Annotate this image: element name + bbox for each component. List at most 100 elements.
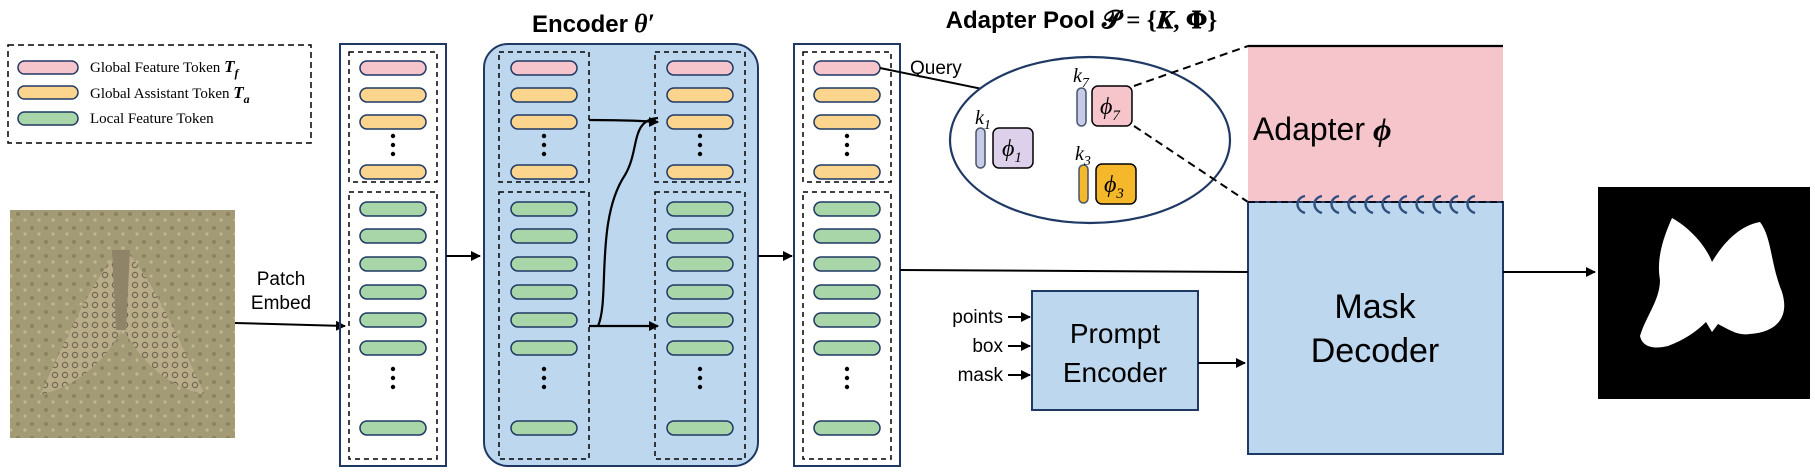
- prompt-encoder-block: [1031, 290, 1199, 411]
- ellipsis-dot: [390, 142, 396, 148]
- local-feature-token: [359, 228, 427, 244]
- adapter-pool-formula: 𝓟 = {𝑲, 𝚽}: [1101, 7, 1217, 34]
- adapter-hook: [1296, 194, 1306, 215]
- key-7-token: [1076, 87, 1087, 127]
- adapter-hook: [1415, 194, 1425, 215]
- local-feature-token: [666, 420, 734, 436]
- local-feature-token: [510, 420, 578, 436]
- ellipsis-dot: [844, 375, 850, 381]
- key-3-token: [1078, 164, 1089, 204]
- ellipsis-dot: [697, 375, 703, 381]
- phi-7-label: ϕ7: [1100, 94, 1121, 124]
- global-assistant-token: [813, 164, 881, 180]
- output-mask-image: [1598, 187, 1810, 399]
- local-feature-token: [359, 312, 427, 328]
- local-feature-token: [359, 340, 427, 356]
- legend: Global Feature Token Tf Global Assistant…: [7, 44, 312, 144]
- adapter-pool-item-7: k7 ϕ7: [1073, 65, 1133, 127]
- adapter-hook: [1313, 194, 1323, 215]
- adapter-block: [1248, 46, 1503, 202]
- token-column-input: [339, 43, 447, 467]
- global-assistant-token: [510, 114, 578, 130]
- adapter-pool-title: Adapter Pool: [946, 7, 1095, 34]
- local-feature-token: [666, 256, 734, 272]
- local-feature-token: [510, 228, 578, 244]
- global-assistant-token: [359, 114, 427, 130]
- key-1-token: [975, 127, 986, 169]
- local-feature-token: [510, 284, 578, 300]
- local-feature-token: [359, 420, 427, 436]
- arrow-tokens-to-decoder: [899, 269, 1249, 273]
- ellipsis-dot: [541, 142, 547, 148]
- local-feature-token: [813, 420, 881, 436]
- ellipsis-dot: [541, 366, 547, 372]
- global-assistant-token: [813, 87, 881, 103]
- global-assistant-token: [813, 114, 881, 130]
- local-feature-token: [813, 201, 881, 217]
- legend-box: [7, 44, 312, 144]
- input-image: [10, 210, 235, 438]
- legend-label-local-feature: Local Feature Token: [90, 111, 214, 127]
- local-feature-token: [510, 312, 578, 328]
- query-label: Query: [910, 58, 962, 79]
- local-feature-token: [510, 340, 578, 356]
- global-assistant-token: [359, 87, 427, 103]
- adapter-hook: [1364, 194, 1374, 215]
- local-feature-token: [666, 340, 734, 356]
- phi-3-label: ϕ3: [1104, 172, 1124, 202]
- ellipsis-dot: [390, 384, 396, 390]
- global-assistant-token: [666, 114, 734, 130]
- ellipsis-dot: [697, 133, 703, 139]
- adapter-connectors: [1296, 194, 1476, 215]
- encoder-block: [483, 43, 759, 467]
- legend-token-global-assistant: [17, 85, 79, 100]
- local-feature-token: [666, 284, 734, 300]
- ellipsis-dot: [844, 384, 850, 390]
- local-feature-token: [666, 312, 734, 328]
- ellipsis-dot: [390, 375, 396, 381]
- prompt-encoder-label-line2: Encoder: [1063, 357, 1167, 388]
- zoom-line-bottom: [1133, 125, 1249, 203]
- ellipsis-dot: [844, 133, 850, 139]
- global-assistant-token: [359, 164, 427, 180]
- mask-decoder-label-line2: Decoder: [1311, 332, 1440, 370]
- adapter-pool-ellipse: [948, 55, 1232, 225]
- key-1-label: k1: [975, 107, 991, 133]
- global-feature-token: [359, 60, 427, 76]
- global-feature-token: [666, 60, 734, 76]
- adapter-hook: [1466, 194, 1476, 215]
- ellipsis-dot: [541, 133, 547, 139]
- encoder-symbol: θ′: [634, 9, 655, 38]
- local-feature-token: [813, 228, 881, 244]
- prompt-points-label: points: [952, 307, 1003, 328]
- legend-token-global-feature: [17, 60, 79, 75]
- adapter-hook: [1347, 194, 1357, 215]
- global-assistant-token: [666, 87, 734, 103]
- ellipsis-dot: [390, 133, 396, 139]
- legend-token-local-feature: [17, 111, 79, 126]
- legend-label-global-feature: Global Feature Token Tf: [90, 57, 239, 80]
- arrow-image-to-tokens: [234, 320, 346, 331]
- ellipsis-dot: [844, 151, 850, 157]
- global-assistant-token: [666, 164, 734, 180]
- local-feature-token: [666, 228, 734, 244]
- ellipsis-dot: [697, 142, 703, 148]
- encoder-title: Encoder: [532, 11, 628, 38]
- prompt-box-label: box: [972, 336, 1003, 357]
- prompt-mask-label: mask: [958, 365, 1004, 386]
- adapter-hook: [1432, 194, 1442, 215]
- ellipsis-dot: [697, 151, 703, 157]
- ellipsis-dot: [541, 151, 547, 157]
- ellipsis-dot: [697, 366, 703, 372]
- patch-embed-label-line1: Patch: [257, 269, 306, 290]
- token-stacks: [359, 60, 881, 436]
- ellipsis-dot: [541, 384, 547, 390]
- mask-decoder-label-line1: Mask: [1334, 288, 1416, 326]
- legend-label-global-assistant: Global Assistant Token Ta: [90, 83, 250, 106]
- adapter-hook: [1398, 194, 1408, 215]
- ellipsis-dot: [390, 151, 396, 157]
- local-feature-token: [359, 284, 427, 300]
- global-assistant-token: [510, 87, 578, 103]
- local-feature-token: [510, 201, 578, 217]
- zoom-line-top: [1133, 45, 1249, 87]
